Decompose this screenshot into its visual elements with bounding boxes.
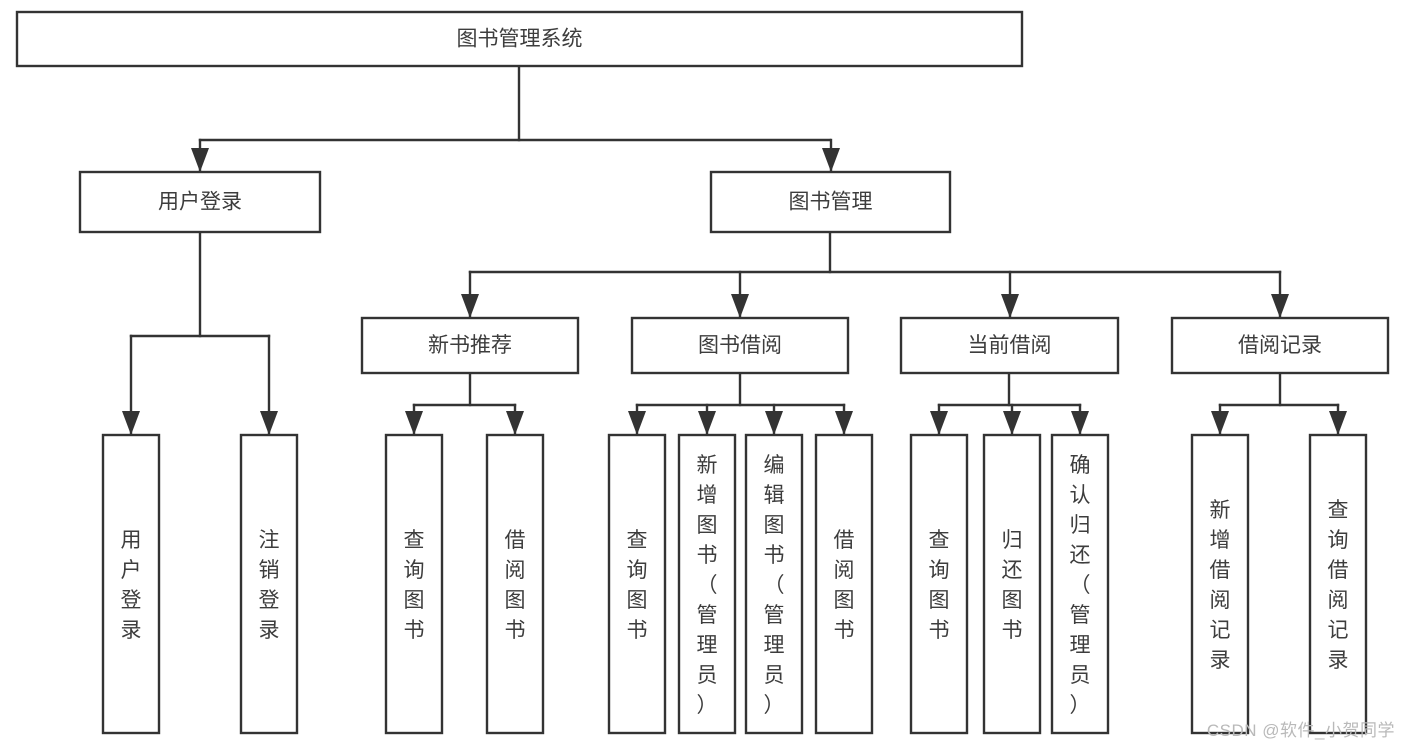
node-box-leaf-logout[interactable] <box>239 433 299 735</box>
node-leaf-confirm-return[interactable]: 确认归还（管理员） <box>1050 433 1110 735</box>
node-leaf-return-book[interactable]: 归还图书 <box>982 433 1042 735</box>
node-box-current[interactable] <box>899 316 1120 375</box>
node-label-leaf-add-record: 新增借阅记录 <box>1210 499 1231 672</box>
node-box-bookmgmt[interactable] <box>709 170 952 234</box>
node-newbook[interactable]: 新书推荐 <box>360 316 580 375</box>
node-records[interactable]: 借阅记录 <box>1170 316 1390 375</box>
node-leaf-borrow-book-1[interactable]: 借阅图书 <box>485 433 545 735</box>
node-box-leaf-query-book-3[interactable] <box>909 433 969 735</box>
node-label-leaf-confirm-return: 确认归还（管理员） <box>1070 454 1091 717</box>
node-borrow[interactable]: 图书借阅 <box>630 316 850 375</box>
arrow-head-icon-leaf-logout <box>260 411 278 435</box>
node-box-leaf-confirm-return[interactable] <box>1050 433 1110 735</box>
node-box-records[interactable] <box>1170 316 1390 375</box>
arrow-head-icon-leaf-edit-book <box>765 411 783 435</box>
node-leaf-logout[interactable]: 注销登录 <box>239 433 299 735</box>
arrow-head-icon-records <box>1271 294 1289 318</box>
node-box-leaf-query-book-2[interactable] <box>607 433 667 735</box>
arrow-head-icon-login <box>191 148 209 172</box>
arrow-head-icon-leaf-add-record <box>1211 411 1229 435</box>
node-label-newbook: 新书推荐 <box>428 334 512 357</box>
arrow-head-icon-newbook <box>461 294 479 318</box>
node-label-leaf-return-book: 归还图书 <box>1002 529 1023 642</box>
node-label-leaf-user-login: 用户登录 <box>121 529 142 642</box>
arrow-head-icon-leaf-borrow-book-2 <box>835 411 853 435</box>
node-box-root[interactable] <box>15 10 1024 68</box>
arrow-head-icon-current <box>1001 294 1019 318</box>
node-label-leaf-query-book-3: 查询图书 <box>929 529 950 642</box>
node-leaf-query-record[interactable]: 查询借阅记录 <box>1308 433 1368 735</box>
node-box-newbook[interactable] <box>360 316 580 375</box>
node-label-current: 当前借阅 <box>968 334 1052 357</box>
node-login[interactable]: 用户登录 <box>78 170 322 234</box>
arrow-head-icon-borrow <box>731 294 749 318</box>
node-root[interactable]: 图书管理系统 <box>15 10 1024 68</box>
node-box-leaf-borrow-book-2[interactable] <box>814 433 874 735</box>
node-label-leaf-query-book-2: 查询图书 <box>627 529 648 642</box>
node-label-root: 图书管理系统 <box>457 28 583 51</box>
node-leaf-query-book-1[interactable]: 查询图书 <box>384 433 444 735</box>
arrow-head-icon-leaf-add-book <box>698 411 716 435</box>
connector-layer <box>122 64 1347 437</box>
node-box-leaf-query-book-1[interactable] <box>384 433 444 735</box>
node-layer: 图书管理系统用户登录图书管理新书推荐图书借阅当前借阅借阅记录用户登录注销登录查询… <box>15 10 1390 735</box>
arrow-head-icon-leaf-return-book <box>1003 411 1021 435</box>
node-box-leaf-query-record[interactable] <box>1308 433 1368 735</box>
node-label-bookmgmt: 图书管理 <box>789 191 873 214</box>
arrow-head-icon-leaf-confirm-return <box>1071 411 1089 435</box>
node-leaf-query-book-2[interactable]: 查询图书 <box>607 433 667 735</box>
node-leaf-user-login[interactable]: 用户登录 <box>101 433 161 735</box>
node-label-leaf-edit-book: 编辑图书（管理员） <box>764 454 785 717</box>
node-box-leaf-borrow-book-1[interactable] <box>485 433 545 735</box>
arrow-head-icon-leaf-borrow-book-1 <box>506 411 524 435</box>
node-box-login[interactable] <box>78 170 322 234</box>
node-current[interactable]: 当前借阅 <box>899 316 1120 375</box>
node-leaf-add-book[interactable]: 新增图书（管理员） <box>677 433 737 735</box>
node-box-leaf-return-book[interactable] <box>982 433 1042 735</box>
node-leaf-query-book-3[interactable]: 查询图书 <box>909 433 969 735</box>
node-box-leaf-add-book[interactable] <box>677 433 737 735</box>
node-label-leaf-logout: 注销登录 <box>259 529 280 642</box>
node-box-leaf-edit-book[interactable] <box>744 433 804 735</box>
node-leaf-edit-book[interactable]: 编辑图书（管理员） <box>744 433 804 735</box>
arrow-head-icon-leaf-query-book-2 <box>628 411 646 435</box>
node-label-borrow: 图书借阅 <box>698 334 782 357</box>
node-box-leaf-add-record[interactable] <box>1190 433 1250 735</box>
node-leaf-add-record[interactable]: 新增借阅记录 <box>1190 433 1250 735</box>
node-label-leaf-borrow-book-1: 借阅图书 <box>505 529 526 642</box>
node-label-leaf-borrow-book-2: 借阅图书 <box>834 529 855 642</box>
arrow-head-icon-leaf-user-login <box>122 411 140 435</box>
arrow-head-icon-leaf-query-book-3 <box>930 411 948 435</box>
node-label-leaf-query-record: 查询借阅记录 <box>1328 499 1349 672</box>
node-label-leaf-add-book: 新增图书（管理员） <box>697 454 718 717</box>
node-box-leaf-user-login[interactable] <box>101 433 161 735</box>
node-box-borrow[interactable] <box>630 316 850 375</box>
node-label-leaf-query-book-1: 查询图书 <box>404 529 425 642</box>
arrow-head-icon-leaf-query-record <box>1329 411 1347 435</box>
node-label-records: 借阅记录 <box>1238 334 1322 357</box>
arrow-head-icon-leaf-query-book-1 <box>405 411 423 435</box>
node-bookmgmt[interactable]: 图书管理 <box>709 170 952 234</box>
node-leaf-borrow-book-2[interactable]: 借阅图书 <box>814 433 874 735</box>
arrow-head-icon-bookmgmt <box>822 148 840 172</box>
node-label-login: 用户登录 <box>158 191 242 214</box>
